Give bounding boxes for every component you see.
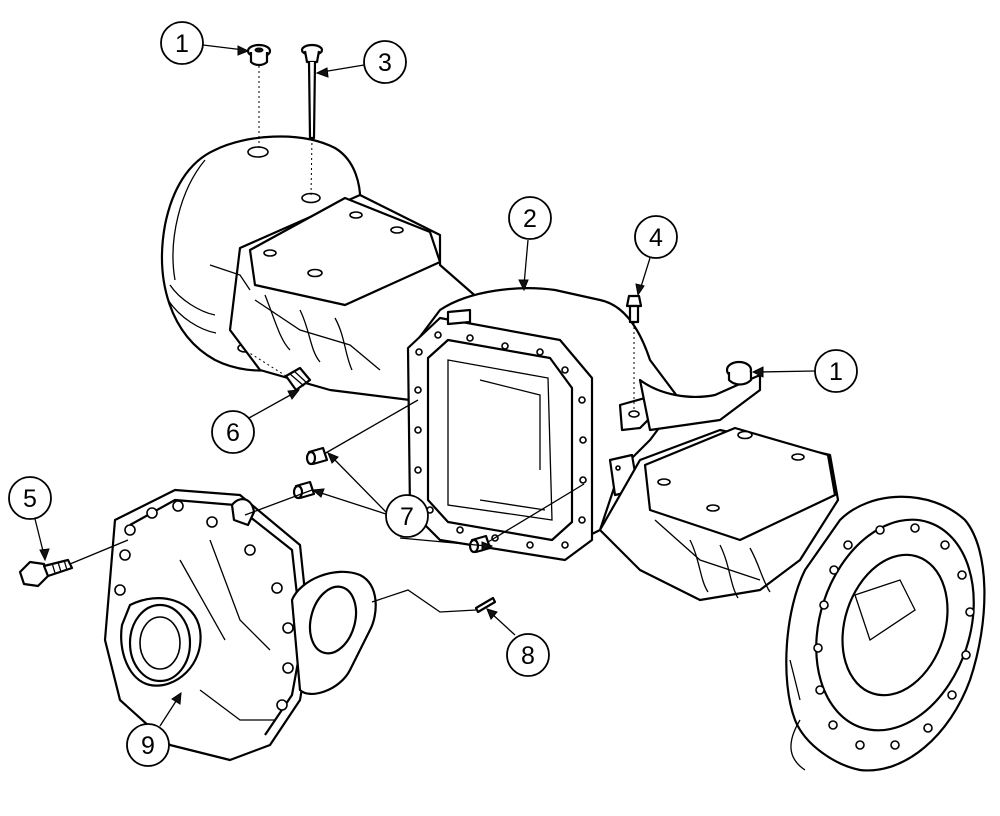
bolt: [18, 539, 129, 588]
svg-text:1: 1: [829, 358, 843, 386]
callout-1-top: 1: [160, 21, 250, 65]
roll-pin: [371, 589, 497, 614]
callout-2: 2: [508, 196, 552, 292]
svg-text:3: 3: [378, 49, 392, 77]
plug-right: [725, 360, 753, 386]
callout-8: 8: [486, 608, 550, 677]
callout-3: 3: [315, 40, 407, 84]
right-axle-arm: [598, 373, 840, 602]
callout-6: 6: [211, 389, 301, 454]
drain-plug: [247, 351, 312, 392]
callout-9: 9: [126, 692, 182, 767]
svg-text:4: 4: [649, 224, 663, 252]
svg-text:1: 1: [175, 30, 189, 58]
plug-top: [246, 43, 272, 150]
svg-text:6: 6: [226, 419, 240, 447]
dipstick: [300, 43, 324, 197]
svg-text:5: 5: [23, 485, 37, 513]
callout-7: 7: [311, 452, 494, 552]
callout-4: 4: [634, 215, 678, 297]
right-hub-housing: [785, 495, 986, 772]
callout-1-right: 1: [751, 349, 858, 393]
differential-carrier: [103, 488, 377, 762]
svg-text:9: 9: [141, 732, 155, 760]
svg-text:8: 8: [521, 642, 535, 670]
center-axle-housing: [406, 287, 682, 562]
breather: [625, 294, 643, 410]
svg-text:7: 7: [400, 503, 414, 531]
callout-5: 5: [8, 476, 52, 562]
dowel-pins: [244, 399, 585, 554]
svg-text:2: 2: [523, 205, 537, 233]
